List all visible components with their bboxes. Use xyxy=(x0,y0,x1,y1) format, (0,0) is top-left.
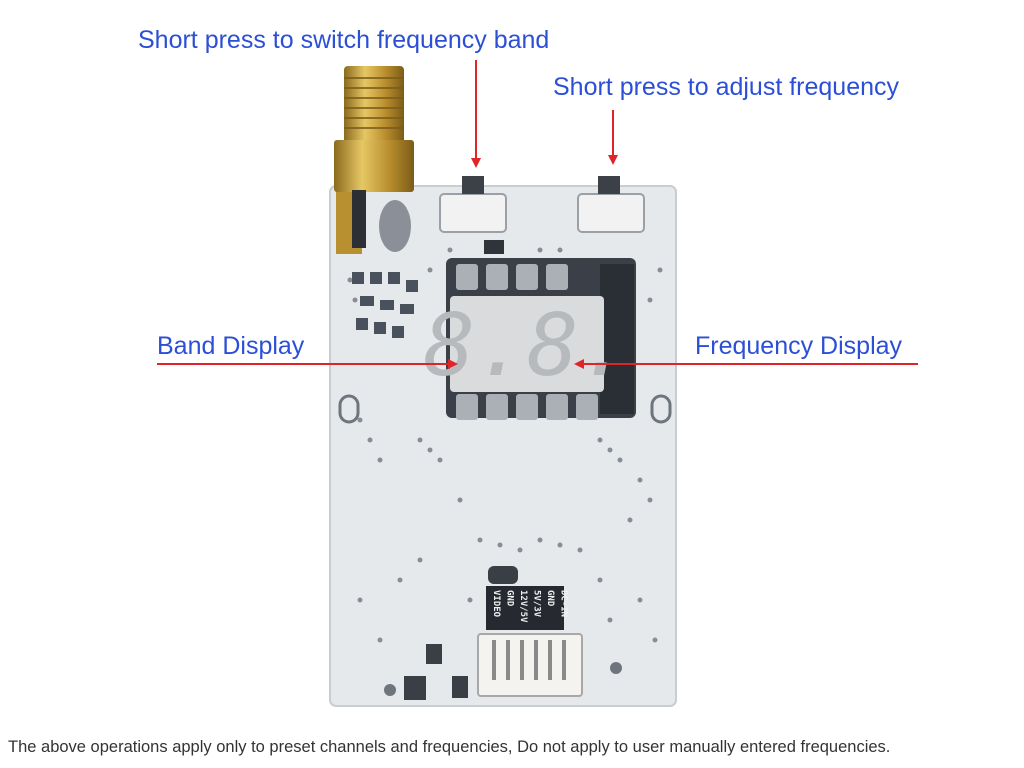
band-display-callout: Band Display xyxy=(157,332,305,360)
connector-pin-label: GND xyxy=(545,590,555,607)
connector-pin-label: DC-IN xyxy=(559,590,569,617)
sma-antenna-connector-icon xyxy=(334,66,414,254)
connector-pin-label: 5V/3V xyxy=(532,590,542,618)
frequency-display-callout: Frequency Display xyxy=(695,332,903,360)
connector-pin-label: VIDEO xyxy=(491,590,501,618)
frequency-adjust-callout: Short press to adjust frequency xyxy=(553,73,900,101)
annotation-arrows xyxy=(157,60,918,369)
connector-pin-label: GND xyxy=(505,590,515,607)
frequency-adjust-button[interactable] xyxy=(577,176,645,233)
band-switch-button[interactable] xyxy=(439,176,507,254)
footer-note: The above operations apply only to prese… xyxy=(8,738,891,756)
connector-pin-label: 12V/5V xyxy=(518,590,528,623)
display-digits: 8.8. xyxy=(423,296,630,396)
band-switch-callout: Short press to switch frequency band xyxy=(138,26,550,54)
seven-segment-display-icon: 8.8. xyxy=(423,258,636,420)
